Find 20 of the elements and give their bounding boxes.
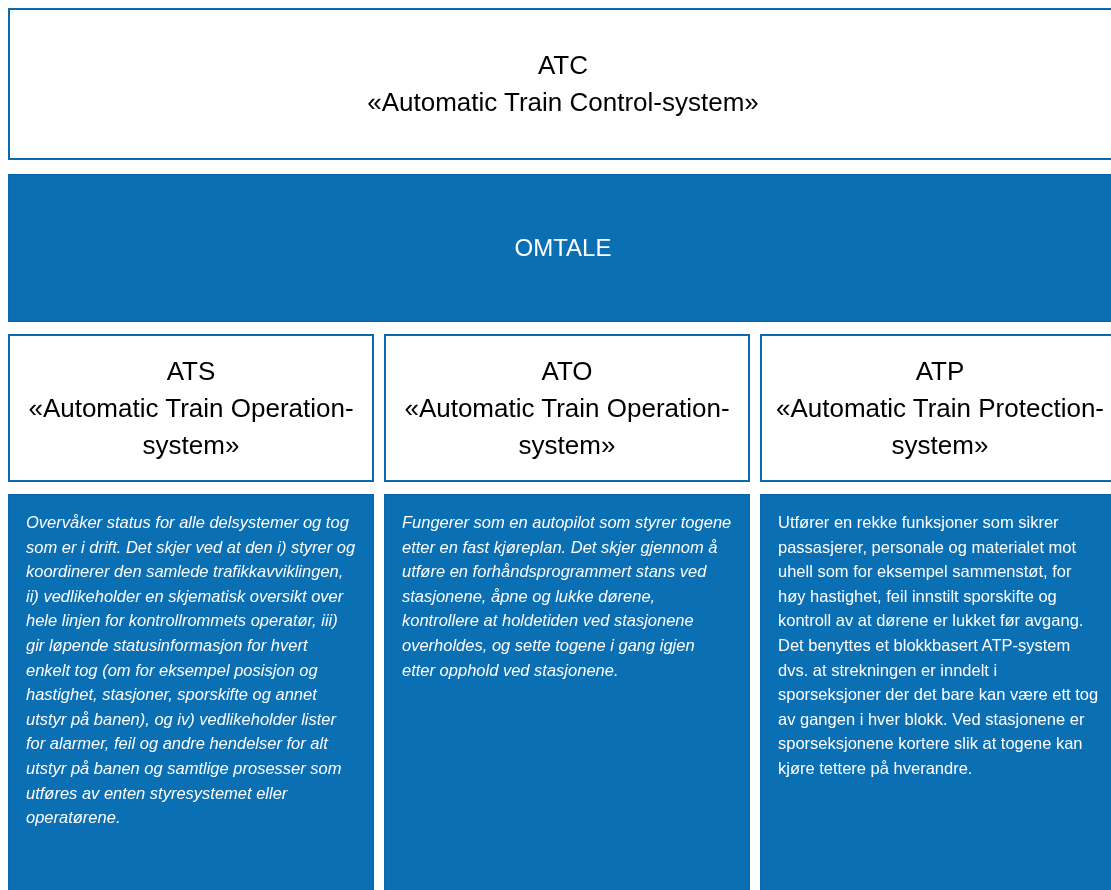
header-box (8, 8, 1111, 160)
text-box (384, 494, 750, 890)
banner-title: OMTALE (514, 234, 612, 262)
system-full-name: «Automatic Train Operation-system» (27, 391, 355, 462)
system-full-name: «Automatic Train Operation-system» (403, 391, 731, 462)
description-text: Fungerer som en autopilot som styrer togene etter en fast kjøreplan. Det skjer gjennom å utføre en forhåndsprogrammert stans ved stasjonene, åpne og lukke dørene, kontrollere at holdetiden ved stasjonene overholdes, og sette togene i gang igjen etter opphold ved stasjonene. (402, 512, 732, 681)
system-full-name: «Automatic Train Protection-system» (774, 391, 1105, 462)
description-text: Overvåker status for alle delsystemer og tog som er i drift. Det skjer ved at den i) styrer og koordinerer den samlede trafikkavviklingen, ii) vedlikeholder en skjematisk oversikt over hele linjen for kontrollrommets operatør, iii) gir løpende statusinformasjon for hvert enkelt tog (om for eksempel posisjon og hastighet, stasjoner, sporskifte og annet utstyr på banen), og iv) vedlikeholder lister for alarmer, feil og andre hendelser for alt utstyr på banen og samtlige prosesser som utføres av enten styresystemet eller operatørene. (26, 512, 356, 829)
system-name: ATP (915, 354, 965, 388)
system-full-name: «Automatic Train Control-system» (367, 86, 759, 119)
text-box (8, 494, 374, 890)
system-name: ATC (537, 49, 589, 82)
system-name: ATO (541, 354, 593, 388)
header-box (760, 334, 1111, 482)
header-box (8, 334, 374, 482)
text-box (760, 494, 1111, 890)
system-name: ATS (166, 354, 216, 388)
header-box (384, 334, 750, 482)
banner-box (8, 174, 1111, 322)
description-text: Utfører en rekke funksjoner som sikrer passasjerer, personale og materialet mot uhell som for eksempel sammenstøt, for høy hastighet, feil innstilt sporskifte og kontroll av at dørene er lukket før avgang. Det benyttes et blokkbasert ATP-system dvs. at strekningen er inndelt i sporseksjoner der det bare kan være ett tog av gangen i hver blokk. Ved stasjonene er sporseksjonene kortere slik at togene kan kjøre tettere på hverandre. (778, 512, 1100, 779)
